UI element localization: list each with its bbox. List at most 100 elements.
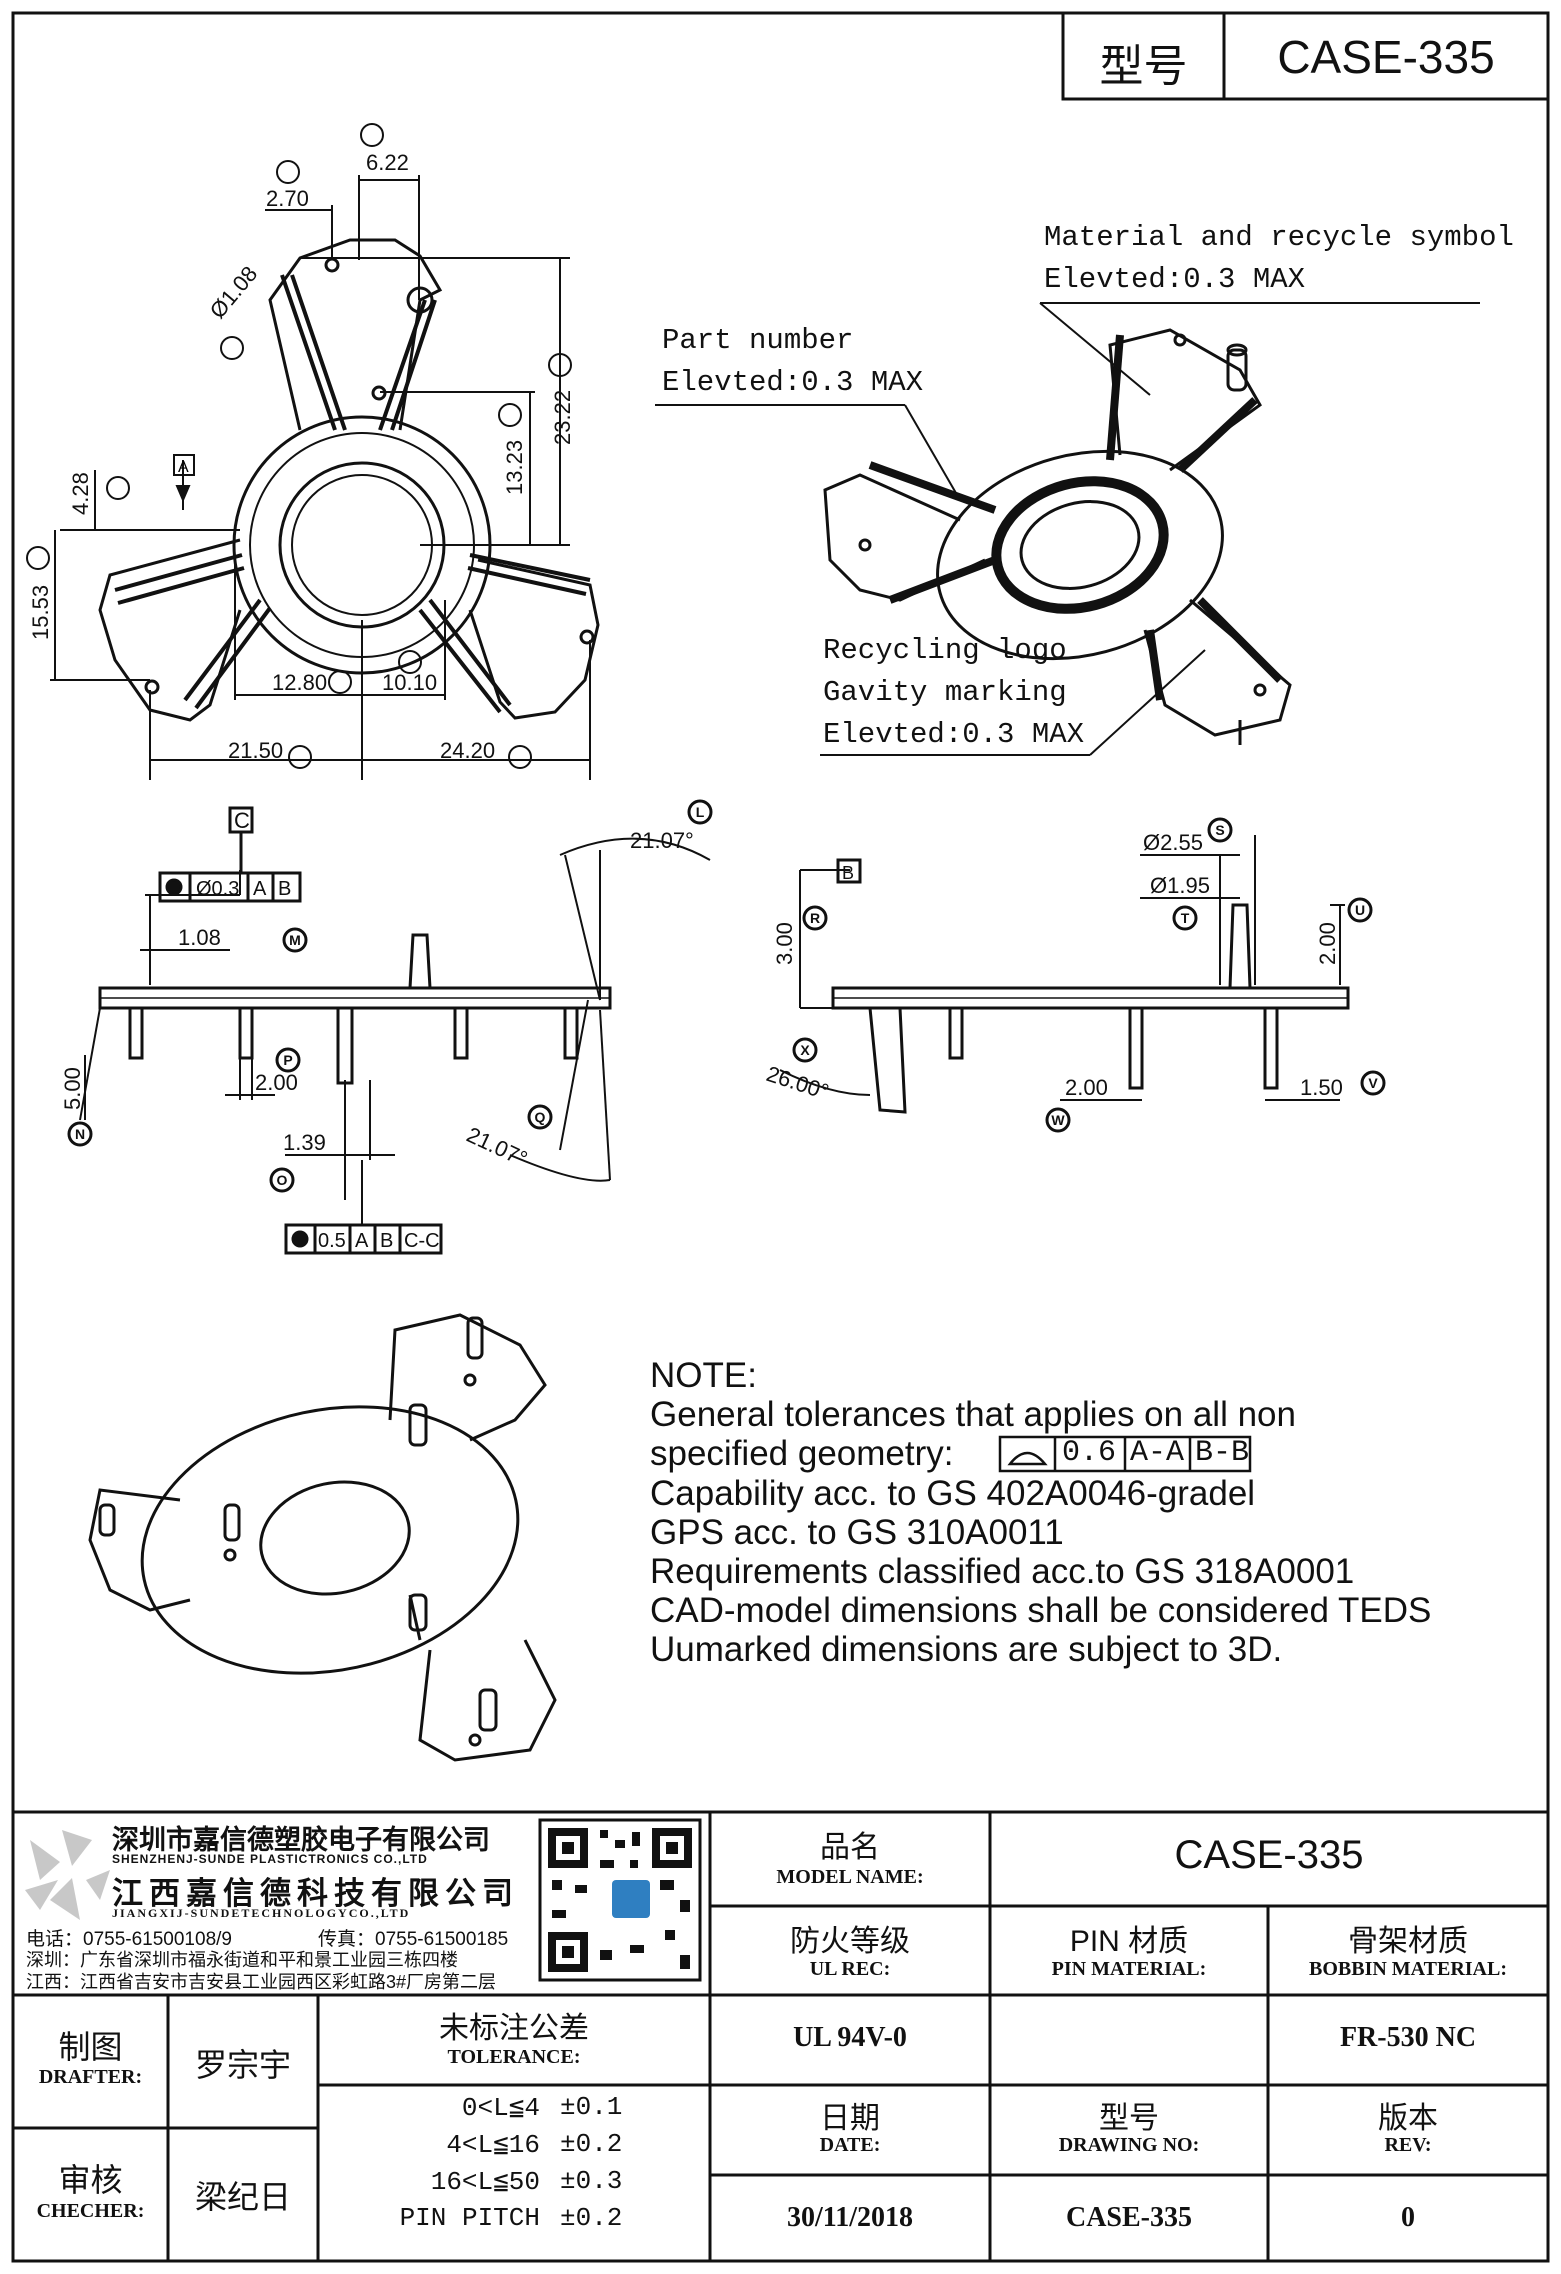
- side-view-right: [779, 817, 1386, 1133]
- model-name-en: MODEL NAME:: [776, 1866, 924, 1888]
- recycle-callout-line3: Elevted:0.3 MAX: [823, 718, 1084, 751]
- date-value: 30/11/2018: [786, 2202, 913, 2233]
- rev-cn: 版本: [1378, 2102, 1438, 2135]
- dim-108: 1.08: [178, 925, 221, 950]
- dim-255: Ø2.55: [1143, 830, 1203, 855]
- dim-k: 24.20: [440, 738, 495, 763]
- bobbin-material-value: FR-530 NC: [1339, 2022, 1477, 2053]
- part-callout-line1: Part number: [662, 324, 853, 357]
- angle-2600: 26.00°: [763, 1061, 831, 1105]
- company-address-sz: 深圳：广东省深圳市福永街道和平和景工业园三栋四楼: [26, 1950, 458, 1970]
- dim-200-bottom: 2.00: [1065, 1075, 1108, 1100]
- fcf2-ref3: C-C: [404, 1230, 440, 1252]
- tolerance-range-3: 16<L≦50: [430, 2167, 540, 2197]
- iso-view: [655, 302, 1480, 756]
- tolerance-range-4: PIN PITCH: [399, 2203, 540, 2233]
- fcf1-tol: Ø0.3: [196, 878, 239, 900]
- material-callout-line1: Material and recycle symbol: [1044, 221, 1514, 254]
- dim-i: 10.10: [382, 670, 437, 695]
- company-tel: 电话：0755-61500108/9: [26, 1929, 232, 1950]
- dim-d: 23.22: [550, 390, 575, 445]
- fcf2-tol: 0.5: [318, 1230, 346, 1252]
- top-view: [50, 175, 600, 780]
- tolerance-en: TOLERANCE:: [447, 2046, 581, 2068]
- drafter-cn: 制图: [58, 2029, 123, 2065]
- company-name-en-2: JIANGXIJ-SUNDETECHNOLOGYCO.,LTD: [112, 1906, 411, 1920]
- fcf1-ref2: B: [278, 878, 291, 900]
- note-line6: CAD-model dimensions shall be considered…: [650, 1591, 1432, 1630]
- fcf2-ref1: A: [355, 1230, 369, 1252]
- company-name-cn-1: 深圳市嘉信德塑胶电子有限公司: [112, 1825, 490, 1855]
- bubble-l: L: [696, 804, 705, 820]
- dim-h: 12.80: [272, 670, 327, 695]
- drafter-value: 罗宗宇: [194, 2047, 291, 2083]
- note-title: NOTE:: [650, 1356, 757, 1395]
- dim-c: Ø1.08: [205, 261, 263, 323]
- company-logo: [25, 1830, 110, 1920]
- dim-200-left: 2.00: [255, 1070, 298, 1095]
- dim-139: 1.39: [283, 1130, 326, 1155]
- note-line1: General tolerances that applies on all n…: [650, 1395, 1296, 1434]
- model-name-cn: 品名: [820, 1831, 880, 1864]
- ul-rec-cn: 防火等级: [790, 1925, 910, 1958]
- bubble-w: W: [1051, 1112, 1065, 1128]
- bubble-q: Q: [535, 1109, 546, 1125]
- angle-top: 21.07°: [630, 828, 694, 853]
- tolerance-cn: 未标注公差: [439, 2012, 589, 2045]
- bubble-u: U: [1355, 902, 1365, 918]
- company-fax: 传真：0755-61500185: [318, 1929, 509, 1950]
- recycle-callout-line1: Recycling logo: [823, 634, 1067, 667]
- note-line5: Requirements classified acc.to GS 318A00…: [650, 1552, 1355, 1591]
- drafter-en: DRAFTER:: [38, 2066, 143, 2088]
- dim-a: 6.22: [366, 150, 409, 175]
- drawing-no-cn: 型号: [1099, 2102, 1159, 2135]
- ul-rec-en: UL REC:: [809, 1958, 891, 1980]
- bobbin-material-en: BOBBIN MATERIAL:: [1309, 1958, 1507, 1980]
- material-callout-line2: Elevted:0.3 MAX: [1044, 263, 1305, 296]
- dim-200-right: 2.00: [1315, 922, 1340, 965]
- dim-195: Ø1.95: [1150, 873, 1210, 898]
- pin-material-en: PIN MATERIAL:: [1051, 1958, 1207, 1980]
- company-address-jx: 江西：江西省吉安市吉安县工业园西区彩虹路3#厂房第二层: [26, 1972, 497, 1992]
- rev-value: 0: [1401, 2202, 1415, 2233]
- header-model-value: CASE-335: [1277, 31, 1495, 83]
- bubble-p: P: [283, 1052, 292, 1068]
- bubble-r: R: [810, 910, 820, 926]
- checker-cn: 审核: [58, 2162, 123, 2198]
- tolerance-range-2: 4<L≦16: [446, 2130, 540, 2160]
- datum-a-label: A: [178, 459, 189, 476]
- company-name-en-1: SHENZHENJ-SUNDE PLASTICTRONICS CO.,LTD: [112, 1852, 428, 1866]
- tolerance-range-1: 0<L≦4: [461, 2093, 540, 2123]
- dim-f: 4.28: [68, 472, 93, 515]
- fcf1-ref1: A: [253, 878, 267, 900]
- bubble-o: O: [277, 1172, 288, 1188]
- dim-300: 3.00: [772, 922, 797, 965]
- tolerance-value-3: ±0.3: [560, 2166, 623, 2196]
- header-model-label: 型号: [1099, 42, 1188, 91]
- dim-j: 21.50: [228, 738, 283, 763]
- note-line3: Capability acc. to GS 402A0046-gradel: [650, 1474, 1256, 1513]
- bubble-m: M: [289, 932, 301, 948]
- note-line2-ref2: B-B: [1195, 1436, 1250, 1470]
- note-line2-ref1: A-A: [1130, 1436, 1185, 1470]
- datum-b-label: B: [842, 863, 854, 883]
- bubble-v: V: [1368, 1075, 1378, 1091]
- bobbin-material-cn: 骨架材质: [1348, 1925, 1468, 1958]
- dim-e: 13.23: [502, 440, 527, 495]
- fcf2-ref2: B: [380, 1230, 393, 1252]
- bubble-n: N: [75, 1126, 85, 1142]
- note-line2-prefix: specified geometry:: [650, 1434, 954, 1473]
- dim-500: 5.00: [60, 1067, 85, 1110]
- qr-code: [548, 1828, 692, 1972]
- tolerance-value-2: ±0.2: [560, 2129, 623, 2159]
- side-view-left: [67, 799, 713, 1255]
- tolerance-value-1: ±0.1: [560, 2092, 623, 2122]
- date-en: DATE:: [819, 2134, 881, 2156]
- recycle-callout-line2: Gavity marking: [823, 676, 1067, 709]
- pin-material-cn: PIN 材质: [1069, 1925, 1189, 1958]
- tolerance-value-4: ±0.2: [560, 2203, 623, 2233]
- company-name-cn-2: 江西嘉信德科技有限公司: [112, 1876, 519, 1911]
- dim-g: 15.53: [28, 585, 53, 640]
- dim-b: 2.70: [266, 186, 309, 211]
